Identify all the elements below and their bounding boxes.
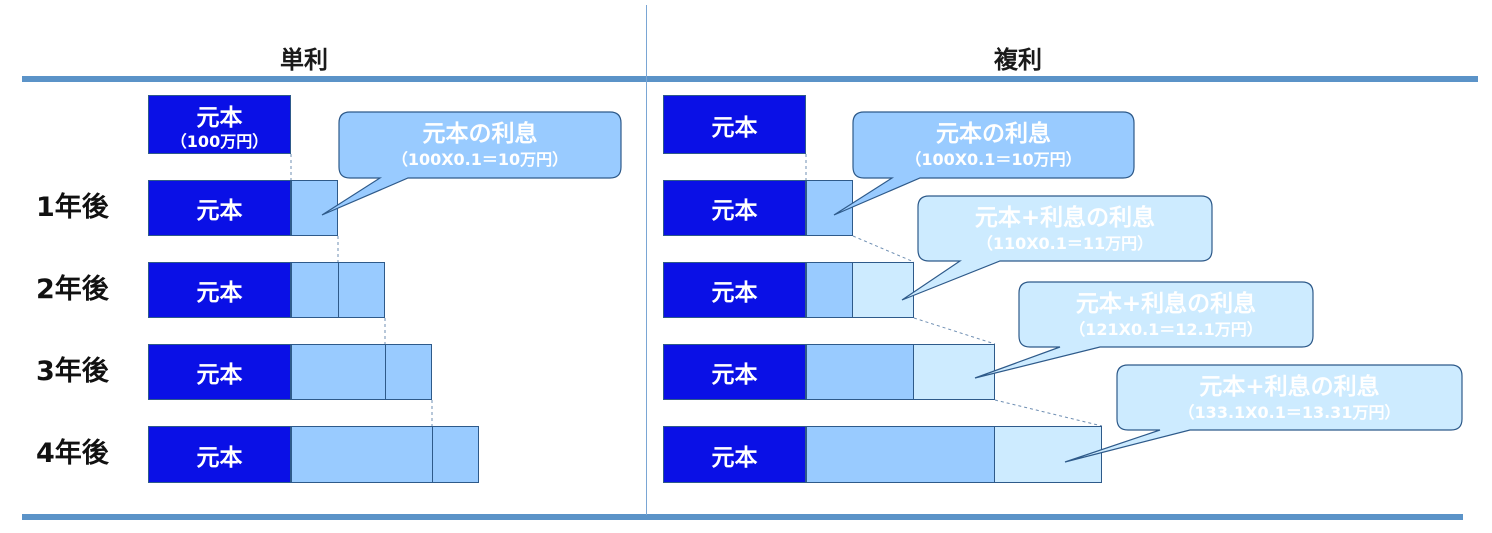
bottom-rule: [22, 514, 1463, 520]
compound-callout-4: 元本+利息の利息 （133.1X0.1＝13.31万円）: [1117, 365, 1462, 430]
year-label-1: 1年後: [36, 192, 109, 223]
callout-title: 元本の利息: [936, 121, 1051, 147]
compound-interest-heading: 複利: [994, 46, 1042, 74]
callout-formula: （100X0.1＝10万円）: [391, 150, 569, 169]
compound-interest-new-year-4: [994, 426, 1102, 483]
compound-interest-old-year-3: [806, 344, 914, 400]
simple-principal-year-1: 元本: [148, 180, 291, 236]
principal-label: 元本: [711, 444, 758, 471]
simple-interest-split-2: [338, 262, 339, 318]
callout-title: 元本+利息の利息: [1075, 290, 1257, 317]
simple-principal-year-2: 元本: [148, 262, 291, 318]
compound-principal-initial: 元本: [663, 95, 806, 154]
column-divider: [646, 5, 647, 515]
principal-label: 元本: [711, 362, 758, 388]
compound-principal-year-2: 元本: [663, 262, 806, 318]
compound-interest-new-year-2: [852, 262, 914, 318]
principal-label: 元本: [196, 198, 243, 224]
compound-interest-new-year-3: [913, 344, 995, 400]
year-label-3: 3年後: [36, 356, 109, 387]
simple-interest-year-4: [291, 426, 479, 483]
simple-principal-year-3: 元本: [148, 344, 291, 400]
callout-title: 元本+利息の利息: [974, 204, 1156, 231]
principal-label: 元本: [711, 198, 758, 224]
simple-principal-initial: 元本 （100万円）: [148, 95, 291, 154]
principal-label: 元本: [711, 114, 758, 141]
simple-interest-year-3: [291, 344, 432, 400]
principal-label: 元本: [196, 444, 243, 471]
top-rule: [22, 76, 1478, 82]
compound-principal-year-1: 元本: [663, 180, 806, 236]
simple-callout: 元本の利息 （100X0.1＝10万円）: [339, 112, 621, 178]
compound-callout-3: 元本+利息の利息 （121X0.1＝12.1万円）: [1019, 282, 1313, 347]
principal-label: 元本: [711, 280, 758, 306]
callout-formula: （121X0.1＝12.1万円）: [1069, 319, 1263, 339]
compound-principal-year-3: 元本: [663, 344, 806, 400]
principal-label: 元本: [196, 104, 243, 131]
compound-interest-year-1: [806, 180, 853, 236]
year-label-4: 4年後: [36, 438, 109, 469]
callout-formula: （100X0.1＝10万円）: [905, 150, 1082, 169]
compound-interest-old-year-4: [806, 426, 995, 483]
callout-title: 元本+利息の利息: [1199, 373, 1380, 400]
simple-principal-year-4: 元本: [148, 426, 291, 483]
compound-interest-old-year-2: [806, 262, 853, 318]
compound-principal-year-4: 元本: [663, 426, 806, 483]
callout-formula: （110X0.1＝11万円）: [976, 233, 1154, 253]
year-label-2: 2年後: [36, 274, 109, 305]
compound-callout-1: 元本の利息 （100X0.1＝10万円）: [853, 112, 1134, 178]
callout-formula: （133.1X0.1＝13.31万円）: [1178, 402, 1401, 422]
simple-interest-split-4: [432, 426, 433, 483]
simple-interest-heading: 単利: [280, 46, 328, 74]
simple-interest-split-3: [385, 344, 386, 400]
compound-callout-2: 元本+利息の利息 （110X0.1＝11万円）: [918, 196, 1212, 261]
simple-interest-year-1: [291, 180, 338, 236]
principal-amount: （100万円）: [170, 131, 269, 151]
principal-label: 元本: [196, 362, 243, 388]
principal-label: 元本: [196, 280, 243, 306]
callout-title: 元本の利息: [422, 121, 538, 147]
